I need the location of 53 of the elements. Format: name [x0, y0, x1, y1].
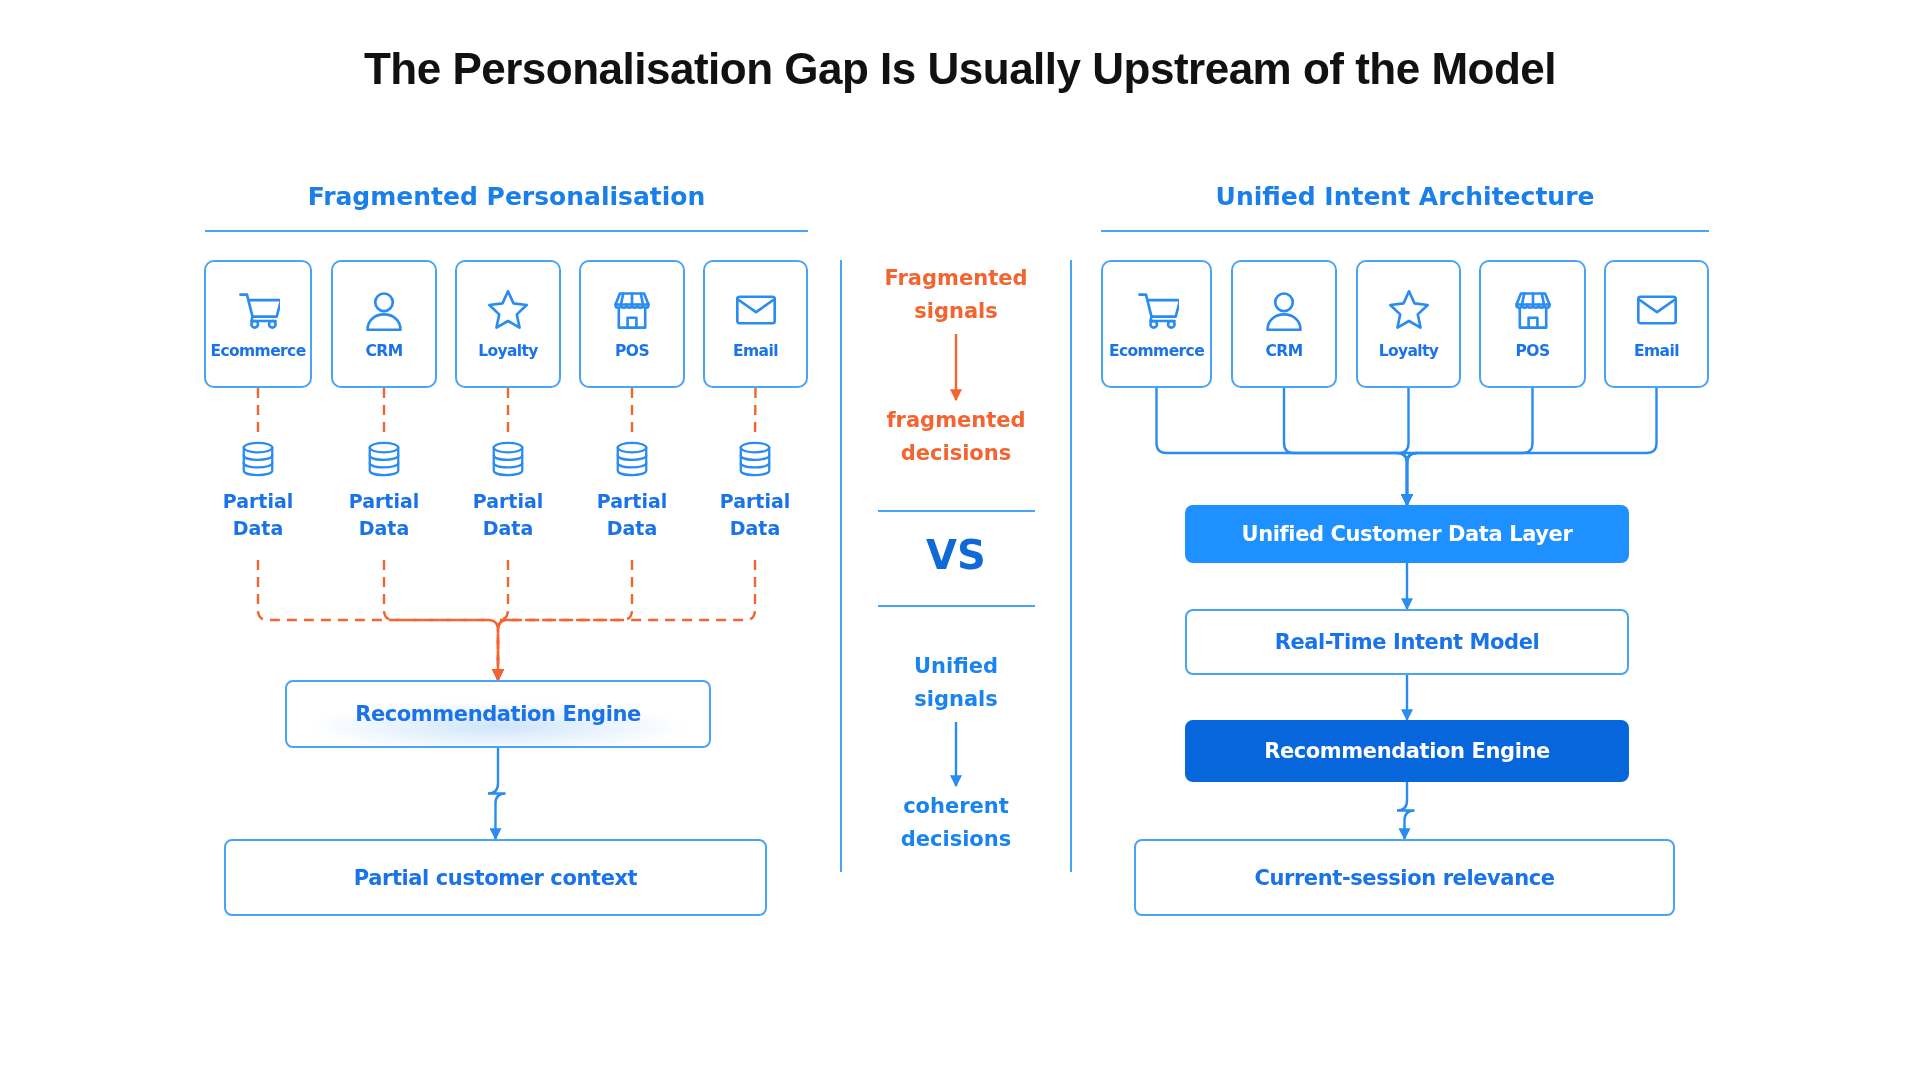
arrow	[1401, 563, 1413, 611]
data-label: Partial Data	[471, 489, 545, 541]
process-box	[1185, 609, 1629, 675]
source-label: POS	[615, 342, 649, 360]
signal-text: fragmented decisions	[880, 404, 1032, 472]
source-label: POS	[1515, 342, 1550, 360]
box-label: Partial customer context	[353, 865, 638, 890]
title: The Personalisation Gap Is Usually Upstream of the Model	[362, 44, 1558, 94]
process-box	[1134, 839, 1675, 916]
source-label: Email	[733, 342, 778, 360]
signal-text: Fragmented signals	[880, 262, 1032, 330]
source-card	[1101, 260, 1212, 388]
process-box	[224, 839, 767, 916]
source-card	[204, 260, 312, 388]
arrow	[950, 334, 962, 402]
data-label: Partial Data	[221, 489, 295, 541]
data-label: Partial Data	[347, 489, 421, 541]
source-card	[1604, 260, 1709, 388]
arrow	[1395, 782, 1416, 841]
source-card	[1479, 260, 1586, 388]
source-card	[331, 260, 437, 388]
source-label: Loyalty	[1378, 342, 1439, 360]
vs-label: VS	[925, 532, 987, 580]
box-label: Recommendation Engine	[355, 702, 641, 726]
source-card	[455, 260, 561, 388]
source-label: CRM	[365, 342, 403, 360]
section-heading: Fragmented Personalisation	[306, 182, 707, 213]
arrow	[492, 560, 757, 682]
source-card	[1231, 260, 1337, 388]
source-card	[1356, 260, 1461, 388]
data-label: Partial Data	[718, 489, 792, 541]
arrow	[1401, 388, 1658, 507]
box-label: Real-Time Intent Model	[1274, 630, 1540, 654]
box-label: Recommendation Engine	[1264, 739, 1550, 763]
source-label: Email	[1634, 342, 1679, 360]
section-heading: Unified Intent Architecture	[1214, 182, 1596, 213]
box-label: Current-session relevance	[1254, 865, 1555, 890]
source-label: Loyalty	[478, 342, 538, 360]
process-box	[285, 680, 711, 748]
source-label: Ecommerce	[1108, 342, 1205, 360]
arrow	[1401, 675, 1413, 722]
signal-text: Unified signals	[880, 650, 1032, 718]
process-box	[1185, 505, 1629, 563]
source-card	[579, 260, 685, 388]
arrow	[486, 748, 507, 841]
data-label: Partial Data	[595, 489, 669, 541]
source-card	[703, 260, 808, 388]
signal-text: coherent decisions	[880, 790, 1032, 858]
box-label: Unified Customer Data Layer	[1241, 522, 1573, 546]
arrow	[950, 722, 962, 788]
source-label: Ecommerce	[210, 342, 306, 360]
process-box	[1185, 720, 1629, 782]
source-label: CRM	[1265, 342, 1303, 360]
